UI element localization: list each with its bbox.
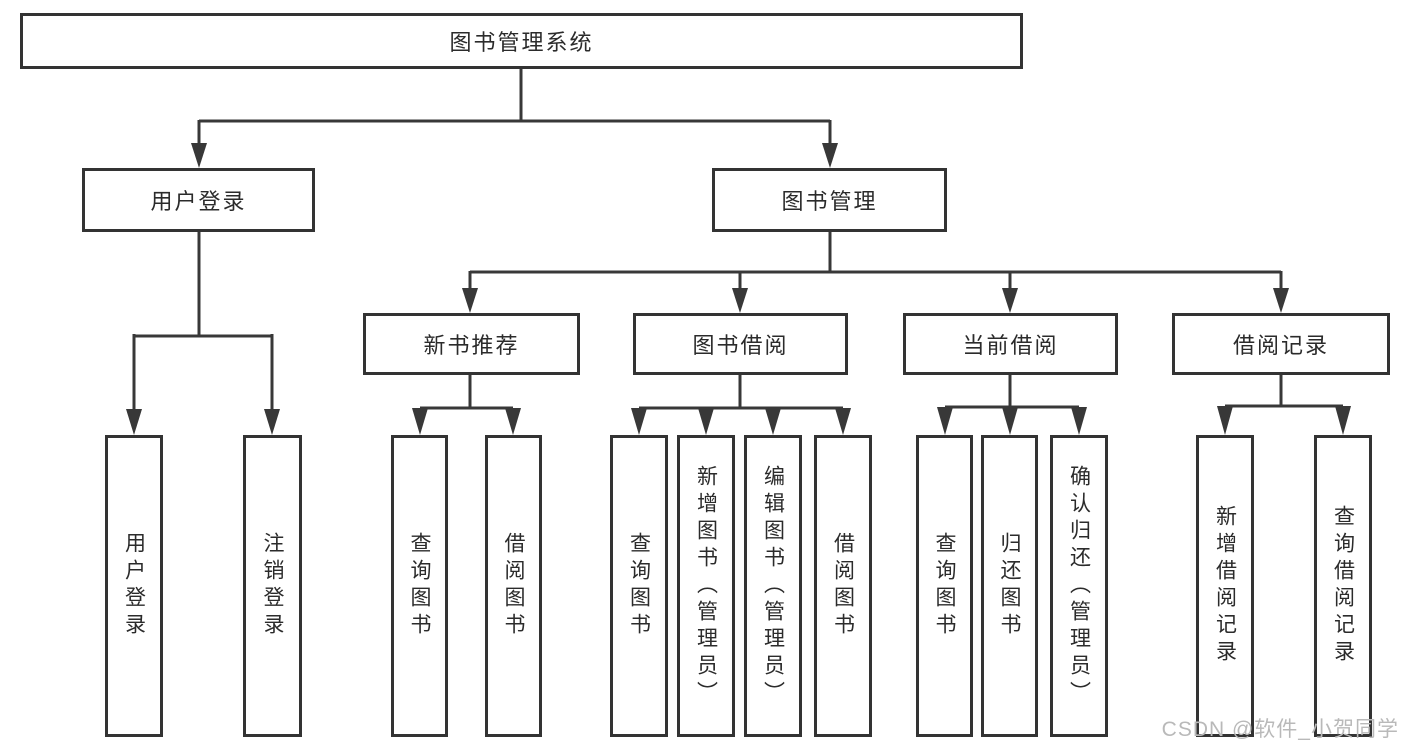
leaf-edit-books-admin-label: 编辑图书（管理员） [761, 464, 785, 708]
leaf-return-books-label: 归还图书 [998, 532, 1021, 640]
node-book-management: 图书管理 [712, 168, 947, 232]
leaf-borrow-books-recommend: 借阅图书 [485, 435, 542, 737]
leaf-add-books-admin: 新增图书（管理员） [677, 435, 735, 737]
leaf-add-borrow-record-label: 新增借阅记录 [1213, 505, 1237, 667]
leaf-logout-label: 注销登录 [261, 532, 284, 640]
node-book-borrowing: 图书借阅 [633, 313, 848, 375]
leaf-query-books-borrowing: 查询图书 [610, 435, 668, 737]
leaf-add-borrow-record: 新增借阅记录 [1196, 435, 1254, 737]
node-user-login-group: 用户登录 [82, 168, 315, 232]
node-book-management-label: 图书管理 [781, 189, 878, 214]
leaf-query-books-recommend: 查询图书 [391, 435, 448, 737]
leaf-user-login-label: 用户登录 [122, 532, 146, 640]
connector-paths [132, 69, 1343, 412]
node-borrowing-records-label: 借阅记录 [1232, 333, 1329, 358]
node-book-borrowing-label: 图书借阅 [692, 333, 789, 358]
leaf-confirm-return-admin: 确认归还（管理员） [1050, 435, 1108, 737]
leaf-edit-books-admin: 编辑图书（管理员） [744, 435, 802, 737]
leaf-user-login: 用户登录 [105, 435, 163, 737]
leaf-query-borrow-record-label: 查询借阅记录 [1331, 505, 1355, 667]
node-borrowing-records: 借阅记录 [1172, 313, 1390, 375]
leaf-confirm-return-admin-label: 确认归还（管理员） [1067, 464, 1091, 708]
arrowheads [126, 143, 1351, 435]
node-current-borrowing-label: 当前借阅 [962, 333, 1059, 358]
leaf-query-books-current: 查询图书 [916, 435, 973, 737]
leaf-return-books: 归还图书 [981, 435, 1038, 737]
node-current-borrowing: 当前借阅 [903, 313, 1118, 375]
node-root-system: 图书管理系统 [20, 13, 1023, 69]
node-new-book-recommendation: 新书推荐 [363, 313, 580, 375]
leaf-borrow-books-recommend-label: 借阅图书 [502, 532, 525, 640]
node-new-book-recommendation-label: 新书推荐 [423, 333, 520, 358]
leaf-query-borrow-record: 查询借阅记录 [1314, 435, 1372, 737]
leaf-borrow-books-label: 借阅图书 [831, 532, 855, 640]
node-root-label: 图书管理系统 [449, 30, 594, 55]
leaf-query-books-recommend-label: 查询图书 [408, 532, 431, 640]
leaf-query-books-borrowing-label: 查询图书 [627, 532, 651, 640]
leaf-add-books-admin-label: 新增图书（管理员） [694, 464, 718, 708]
node-user-login-group-label: 用户登录 [150, 189, 247, 214]
leaf-query-books-current-label: 查询图书 [933, 532, 956, 640]
leaf-borrow-books: 借阅图书 [814, 435, 872, 737]
leaf-logout: 注销登录 [243, 435, 302, 737]
